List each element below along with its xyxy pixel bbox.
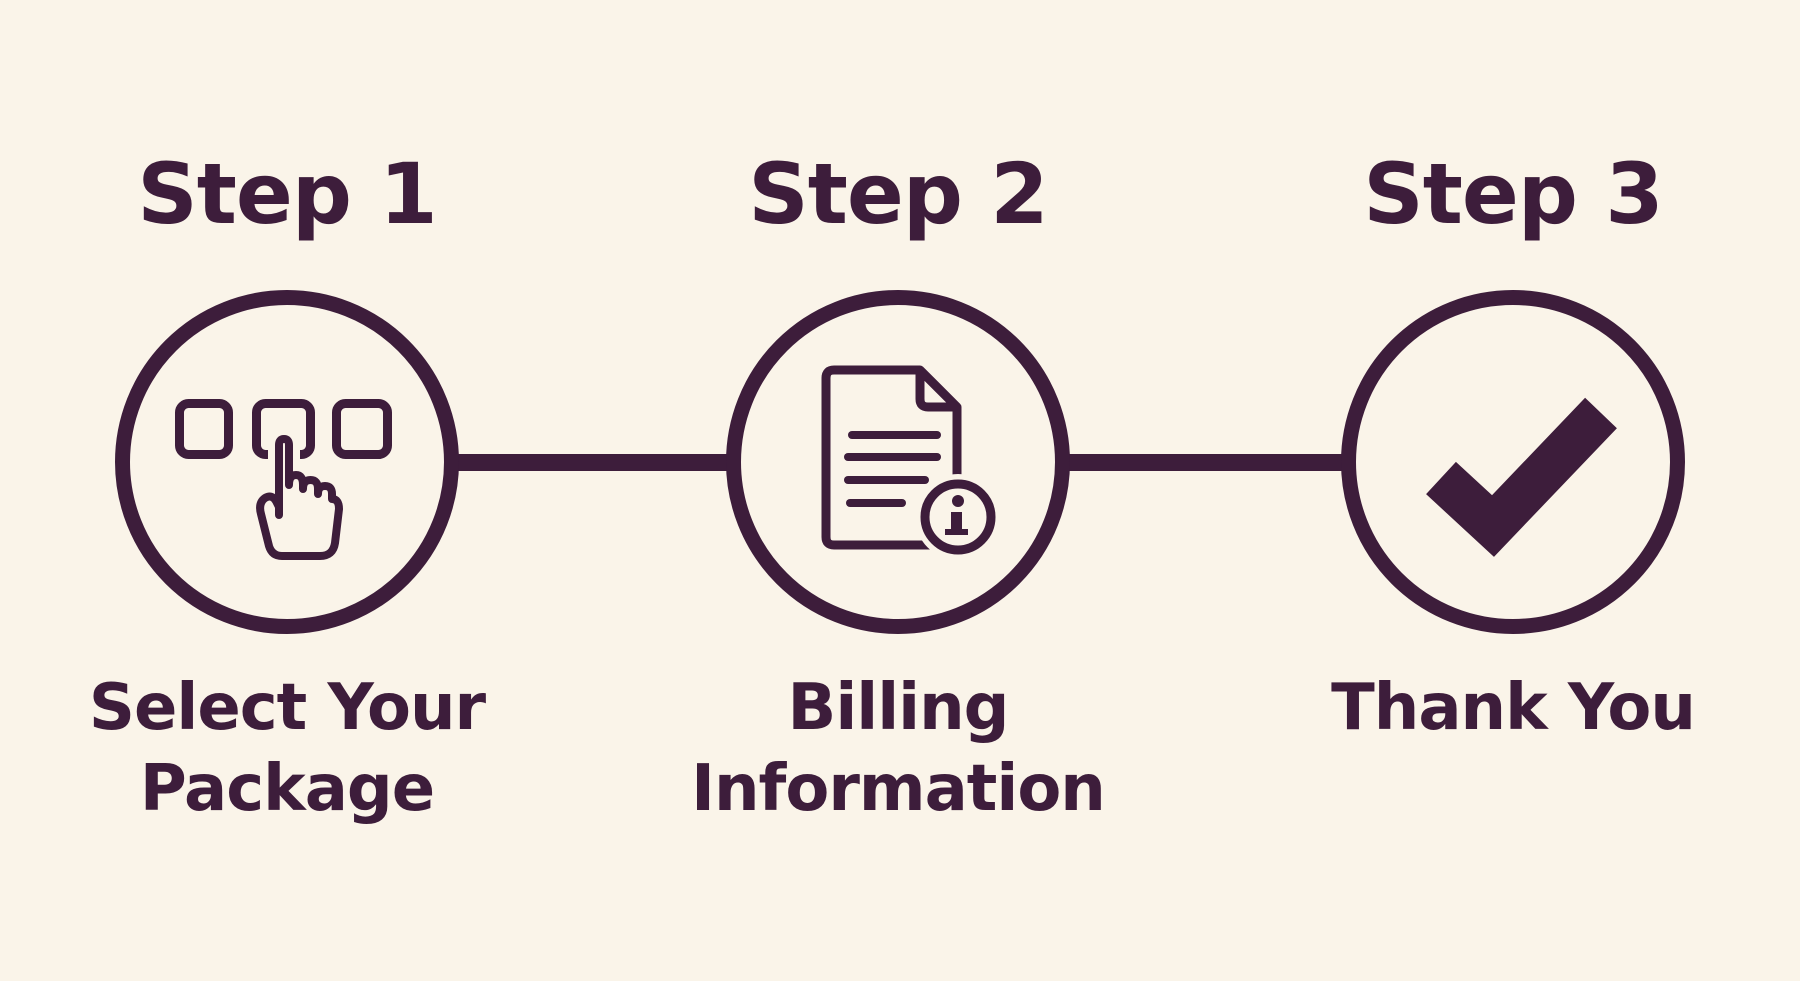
step-1-label-line1: Select Your (88, 671, 486, 745)
step-2-title: Step 2 (748, 145, 1048, 243)
step-2-label-line2: Information (691, 752, 1106, 826)
step-3-group: Step 3 Thank You (1303, 0, 1723, 981)
step-2-label-line1: Billing (787, 671, 1010, 745)
connector-line-1 (455, 454, 729, 471)
step-1-circle (115, 290, 459, 634)
step-2-circle (726, 290, 1070, 634)
step-1-label: Select Your Package (77, 668, 497, 830)
checkmark-icon (1426, 397, 1617, 557)
step-2-label: Billing Information (688, 668, 1108, 830)
connector-line-2 (1068, 454, 1344, 471)
step-1-group: Step 1 Select Your Package (77, 0, 497, 981)
step-1-label-line2: Package (139, 752, 435, 826)
tap-select-options-icon (175, 399, 392, 567)
step-3-circle (1341, 290, 1685, 634)
step-2-group: Step 2 Billing Information (688, 0, 1108, 981)
step-3-title: Step 3 (1363, 145, 1663, 243)
step-3-label-line1: Thank You (1331, 671, 1696, 745)
step-1-title: Step 1 (137, 145, 437, 243)
document-info-icon (821, 365, 1001, 560)
step-3-label: Thank You (1303, 668, 1723, 749)
